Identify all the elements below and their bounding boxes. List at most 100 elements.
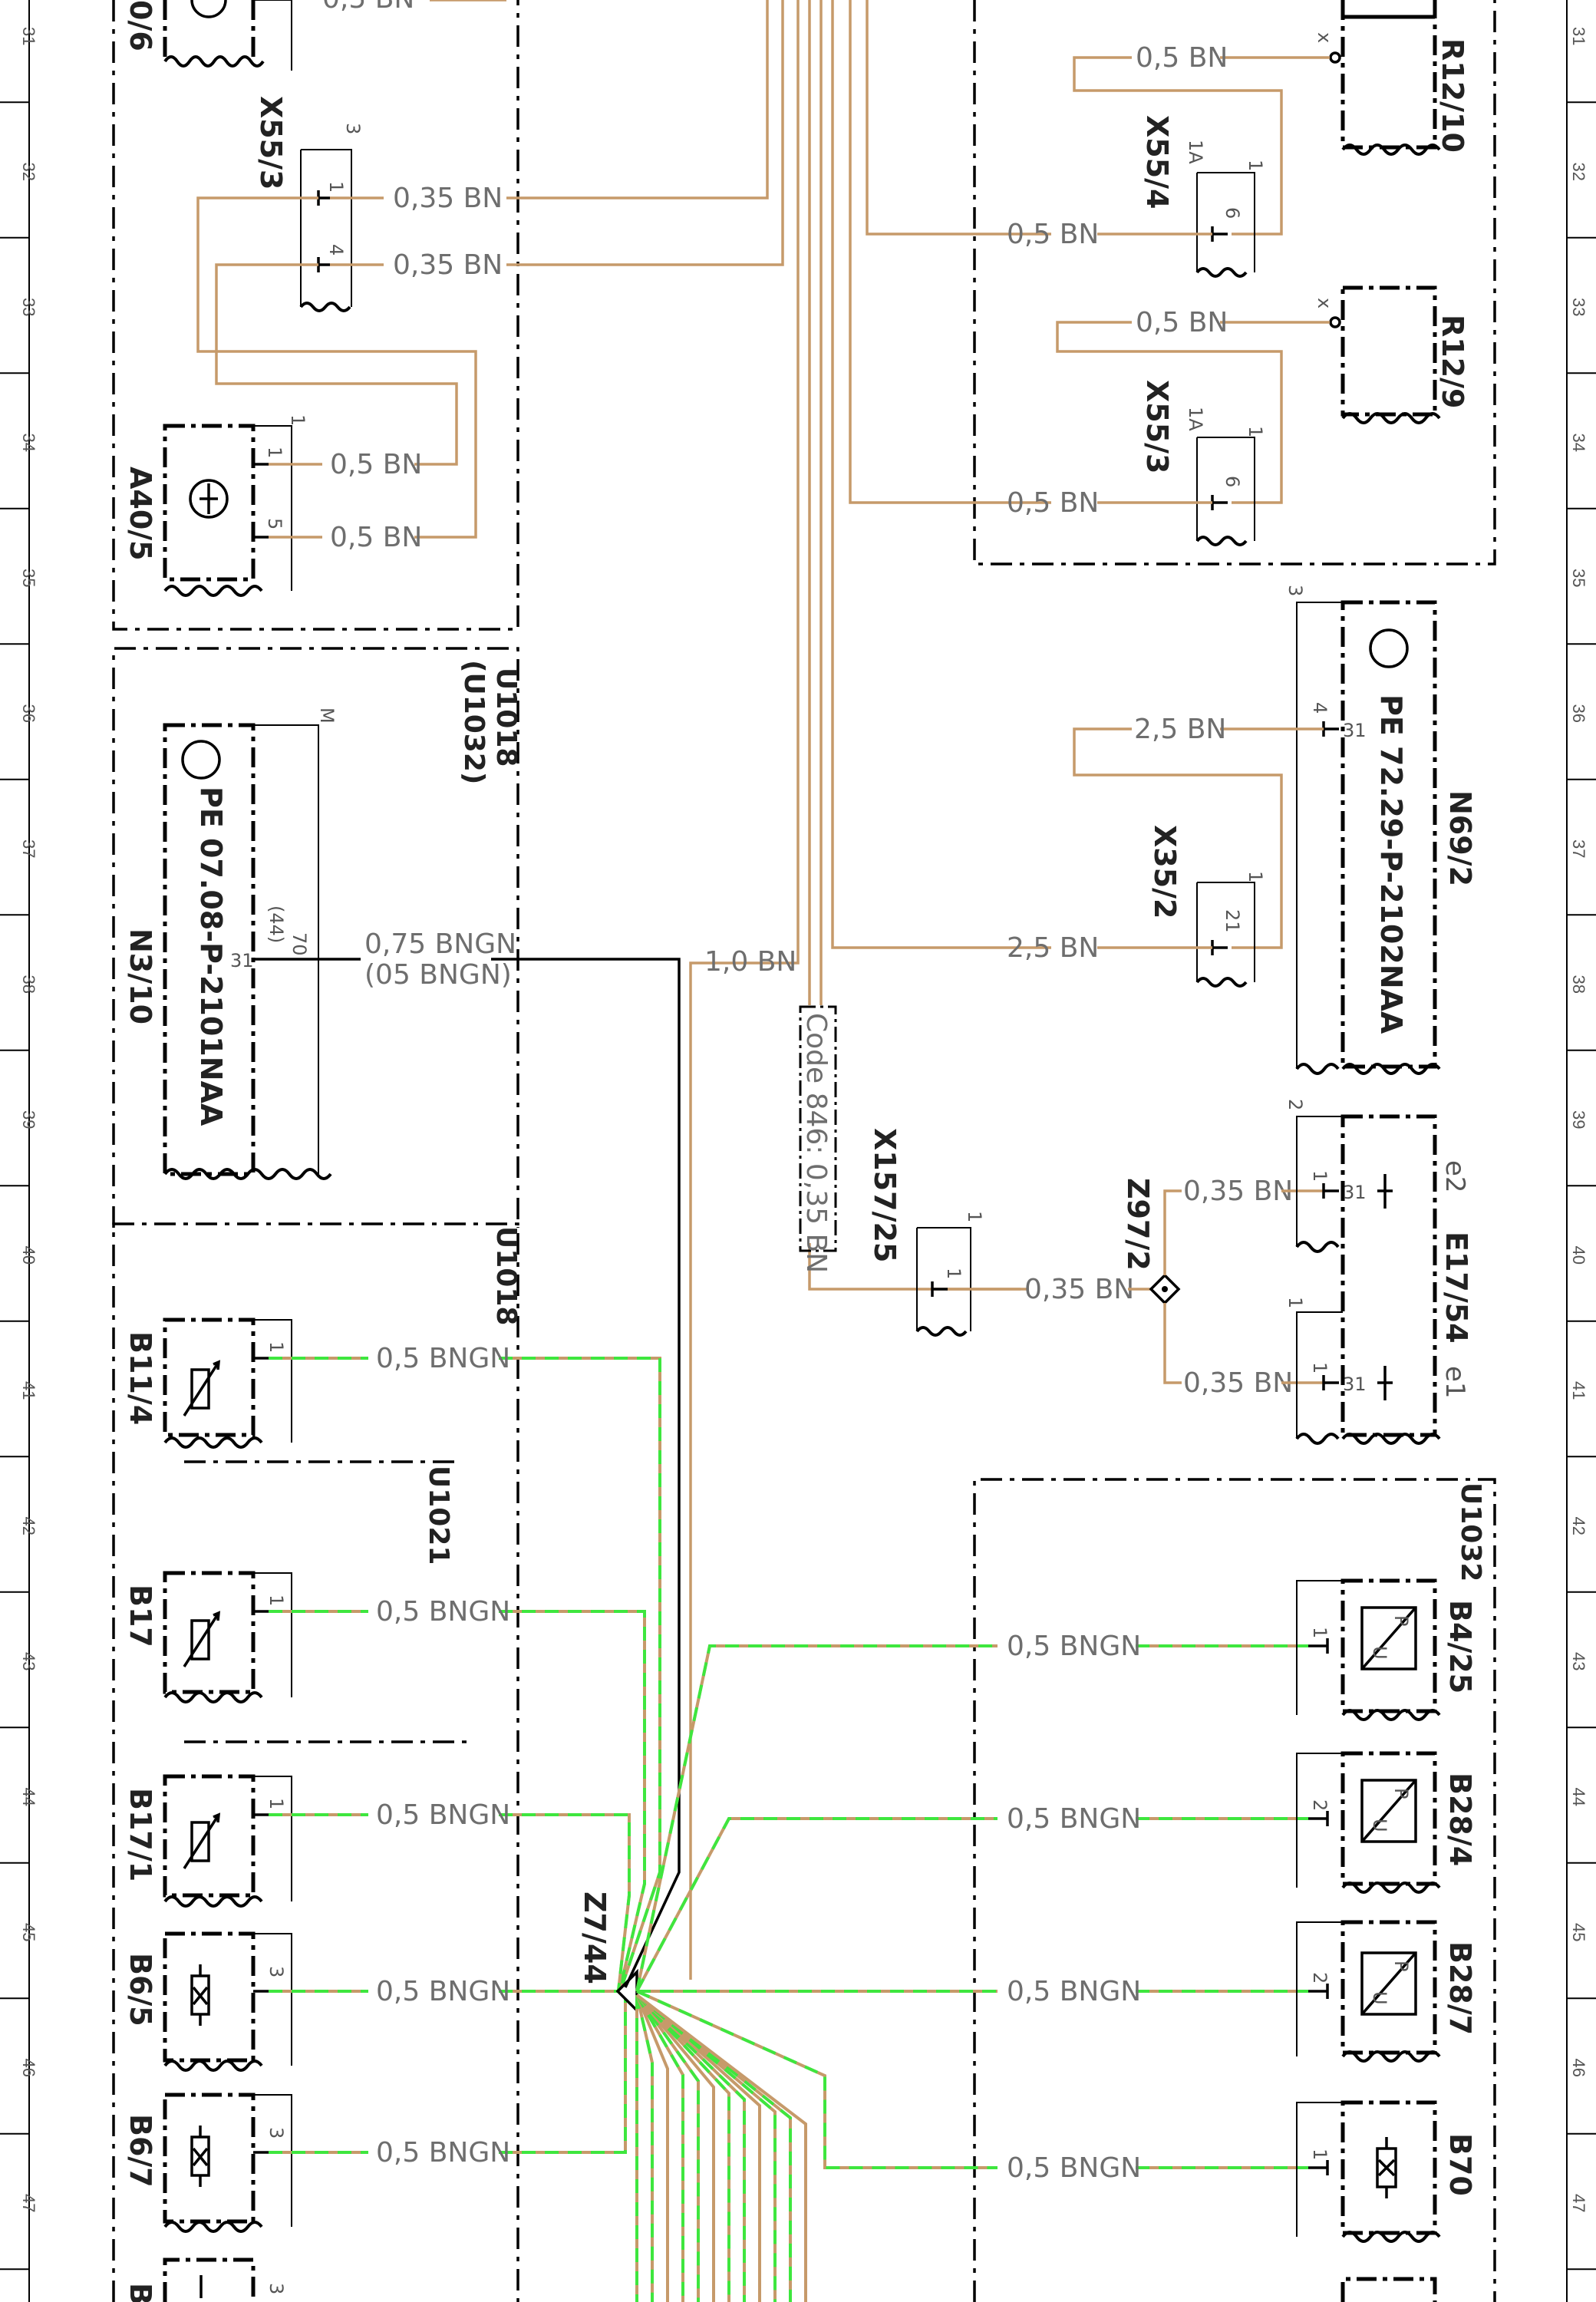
wire-label-x157-25: 0,35 BN (1024, 1274, 1134, 1305)
wire-label-a40-5-pin5: 0,5 BN (330, 522, 422, 553)
wire-label-b11-4: 0,5 BNGN (376, 1343, 510, 1374)
connector-x55-3-left (299, 149, 352, 312)
left-ruler-number: 45 (19, 1923, 38, 1941)
wire-label-b6-7: 0,5 BNGN (376, 2137, 510, 2168)
wire-label-main-1-0: 1,0 BN (704, 946, 796, 978)
left-ruler-number: 36 (19, 704, 38, 723)
frame-label-u1032: U1032 (1455, 1482, 1486, 1581)
code-846-label: Code 846: 0,35 BN (800, 1013, 832, 1273)
right-ruler-number: 39 (1569, 1110, 1588, 1129)
right-ruler-number: 32 (1569, 163, 1588, 181)
pin-x55-4-1a: 1A (1185, 140, 1206, 164)
sensor-p-b28-4: P (1390, 1788, 1412, 1799)
fanout-wire-stripe (635, 1994, 746, 2302)
fanout-wire-stripe (635, 1994, 700, 2302)
left-ruler-number: 39 (19, 1110, 38, 1129)
left-ruler-number: 35 (19, 569, 38, 587)
wire-label-b70: 0,5 BNGN (1007, 2152, 1141, 2184)
frame-label-u1021: U1021 (423, 1466, 454, 1565)
left-ruler-number: 47 (19, 2194, 38, 2212)
wire-label-b17-1: 0,5 BNGN (376, 1799, 510, 1831)
wire-label-n3-10-alt: (05 BNGN) (364, 959, 512, 991)
pin-x55-3r-1: 1 (1245, 426, 1266, 437)
connector-x55-4 (1195, 172, 1255, 278)
fanout-wire (635, 1994, 807, 2302)
label-x157-25: X157/25 (868, 1128, 902, 1262)
pin-x35-2-21: 21 (1222, 909, 1243, 933)
pin-e2-31: 31 (1343, 1182, 1367, 1203)
label-z97-2: Z97/2 (1121, 1178, 1155, 1271)
pin-n3-10-44: (44) (265, 905, 287, 943)
right-ruler-number: 37 (1569, 839, 1588, 858)
right-ruler-number: 36 (1569, 704, 1588, 723)
pin-e2-1: 1 (1309, 1170, 1331, 1182)
component-b6-5 (163, 1931, 292, 2072)
right-ruler-number: 31 (1569, 27, 1588, 45)
component-b70 (1296, 2100, 1441, 2243)
component-n69-2 (1295, 600, 1441, 1075)
transistor-icon (1369, 628, 1409, 668)
right-ruler-number: 41 (1569, 1381, 1588, 1400)
label-x55-3-left: X55/3 (254, 96, 288, 190)
right-ruler-number: 40 (1569, 1246, 1588, 1265)
pin-x55-3-left-1: 1 (325, 181, 347, 193)
pin-x157-25-1b: 1 (943, 1268, 965, 1279)
fanout-wire (635, 1994, 730, 2302)
component-b17 (163, 1571, 292, 1703)
pin-x55-4-1: 1 (1245, 160, 1266, 171)
wire-label-x55-3-right: 0,5 BN (1007, 487, 1099, 519)
component-b4-25 (1296, 1578, 1441, 1721)
pin-x157-25-1: 1 (964, 1211, 985, 1222)
pin-bottom-3: 3 (265, 2283, 287, 2294)
pin-n3-10-31: 31 (230, 950, 254, 971)
pin-n69-2-4: 4 (1309, 702, 1331, 714)
label-x55-3-right: X55/3 (1140, 380, 1174, 474)
wire-label-x55-3-pin1: 0,35 BN (393, 183, 503, 214)
label-b17-1: B17/1 (124, 1788, 157, 1882)
pin-e2-2: 2 (1284, 1099, 1306, 1110)
label-n3-10: N3/10 (124, 928, 157, 1024)
wire-n3-10-to-z7 (491, 958, 681, 1988)
sensor-p-b4-25: P (1390, 1615, 1412, 1626)
label-e2: e2 (1439, 1160, 1470, 1193)
left-ruler-number: 41 (19, 1381, 38, 1400)
right-ruler-number: 47 (1569, 2194, 1588, 2212)
component-n3-10 (163, 723, 332, 1180)
component-r12-10 (1329, 0, 1441, 156)
transistor-icon (181, 740, 221, 780)
label-b28-4: B28/4 (1443, 1773, 1477, 1866)
connector-x35-2 (1195, 882, 1255, 988)
right-ruler-number: 38 (1569, 975, 1588, 994)
wire-label-a40-5-pin1: 0,5 BN (330, 449, 422, 480)
label-a40-5: A40/5 (124, 467, 157, 561)
label-b28-7: B28/7 (1443, 1941, 1477, 2035)
label-r12-9: R12/9 (1436, 315, 1469, 408)
wire-label-b28-4: 0,5 BNGN (1007, 1803, 1141, 1835)
pin-b4-25-1: 1 (1309, 1627, 1331, 1638)
right-ruler-number: 44 (1569, 1788, 1588, 1806)
label-partial-top-left: 0/6 (124, 0, 157, 51)
label-b11-4: B11/4 (124, 1331, 157, 1425)
pin-b6-7-3: 3 (265, 2127, 287, 2139)
wire-label-r12-9: 0,5 BN (1136, 307, 1228, 338)
pin-b28-7-2: 2 (1309, 1972, 1331, 1984)
left-ruler-number: 46 (19, 2059, 38, 2077)
component-e17-54 (1295, 1114, 1441, 1445)
component-b28-7 (1296, 1920, 1441, 2063)
right-ruler-number: 46 (1569, 2059, 1588, 2077)
component-partial-bottom-left (163, 2257, 256, 2302)
label-e17-54: E17/54 (1439, 1232, 1473, 1344)
wire-label-e2: 0,35 BN (1183, 1176, 1293, 1207)
pin-e1-31: 31 (1343, 1374, 1367, 1395)
fanout-wire-stripe (635, 1994, 777, 2302)
pin-n3-10-70: 70 (289, 932, 310, 956)
label-b4-25: B4/25 (1443, 1600, 1477, 1694)
left-ruler-number: 42 (19, 1517, 38, 1535)
component-partial-bottom-right (1340, 2277, 1437, 2302)
pin-n69-2-3: 3 (1284, 585, 1306, 596)
splice-z7-44 (615, 1968, 807, 2302)
label-x55-4: X55/4 (1140, 115, 1174, 209)
pin-e1-1: 1 (1284, 1297, 1306, 1308)
pin-x55-3-left-4: 4 (325, 244, 347, 256)
